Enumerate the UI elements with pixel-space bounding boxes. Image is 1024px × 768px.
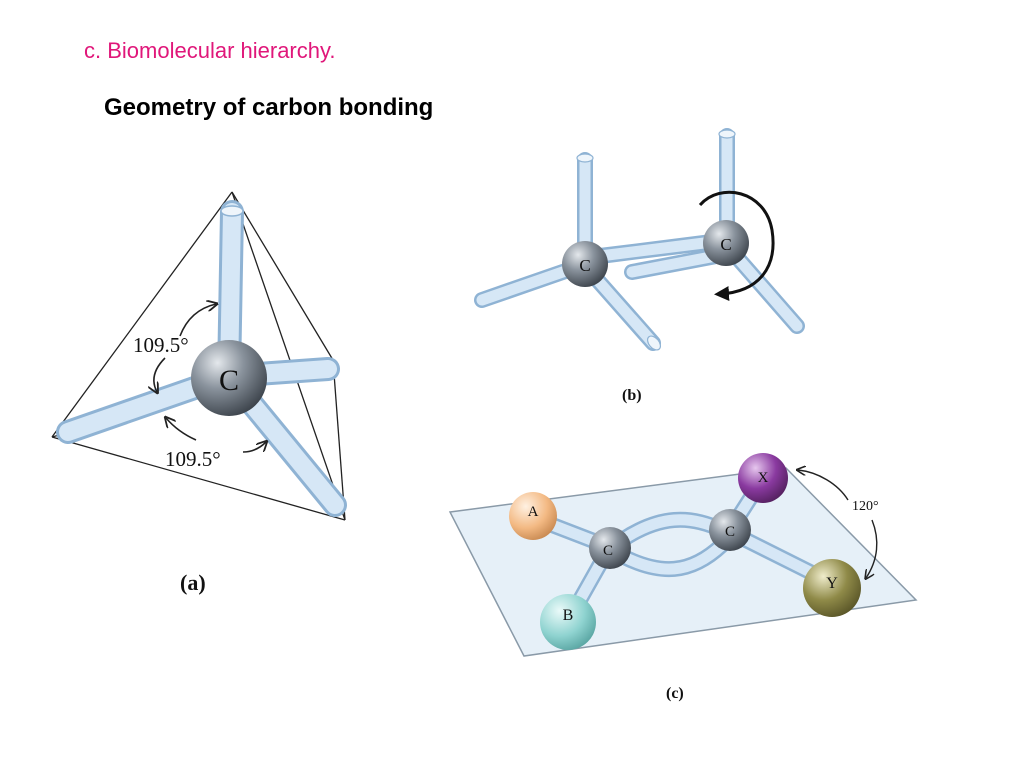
slide-title: Geometry of carbon bonding xyxy=(104,94,434,121)
slide-subtitle: c. Biomolecular hierarchy. xyxy=(84,38,336,63)
carbon-atom-b-left xyxy=(562,241,608,287)
bond-end-right-top xyxy=(718,129,736,139)
carbon-atom-c1 xyxy=(589,527,631,569)
angle-arrow-120-top xyxy=(798,470,849,501)
angle-label-120: 120° xyxy=(852,499,879,514)
substituent-y-label: Y xyxy=(826,575,838,592)
angle-label-lower: 109.5° xyxy=(165,447,221,471)
bond-end-left-top xyxy=(576,153,594,163)
carbon-label-a: C xyxy=(219,364,239,397)
angle-arrow-120-bottom xyxy=(866,519,878,578)
substituent-x xyxy=(738,453,788,503)
substituent-a-label: A xyxy=(528,504,539,520)
panel-b-bonds xyxy=(474,128,805,351)
panel-c-planar-double-bond: A B X Y C C 120° (c) xyxy=(448,453,918,702)
panel-a-tetrahedral-carbon: C 109.5° 109.5° (a) xyxy=(51,191,347,595)
angle-arrow-upper xyxy=(179,304,216,337)
angle-arrow-left xyxy=(154,357,166,392)
substituent-b xyxy=(540,594,596,650)
angle-label-upper: 109.5° xyxy=(133,333,189,357)
double-bond-lower-core xyxy=(616,539,728,575)
panel-a-label: (a) xyxy=(180,570,206,595)
bond-top-end xyxy=(220,205,244,217)
carbon-label-b-left: C xyxy=(579,256,590,275)
panel-c-label: (c) xyxy=(666,685,684,702)
carbon-label-c2: C xyxy=(725,524,735,540)
angle-arrow-bottom-right xyxy=(242,442,266,453)
angle-arrow-bottom-left xyxy=(166,418,197,441)
carbon-atom-b-right xyxy=(703,220,749,266)
carbon-atom-a xyxy=(191,340,267,416)
carbon-label-c1: C xyxy=(603,543,613,559)
carbon-label-b-right: C xyxy=(720,235,731,254)
rotation-arrow xyxy=(698,190,775,302)
bond-end-lower xyxy=(646,335,662,351)
panel-b-bond-rotation: C C (b) xyxy=(474,128,805,404)
substituent-b-label: B xyxy=(563,607,574,624)
substituent-a xyxy=(509,492,557,540)
substituent-y xyxy=(803,559,861,617)
carbon-atom-c2 xyxy=(709,509,751,551)
substituent-x-label: X xyxy=(758,470,769,486)
panel-b-label: (b) xyxy=(622,387,642,404)
